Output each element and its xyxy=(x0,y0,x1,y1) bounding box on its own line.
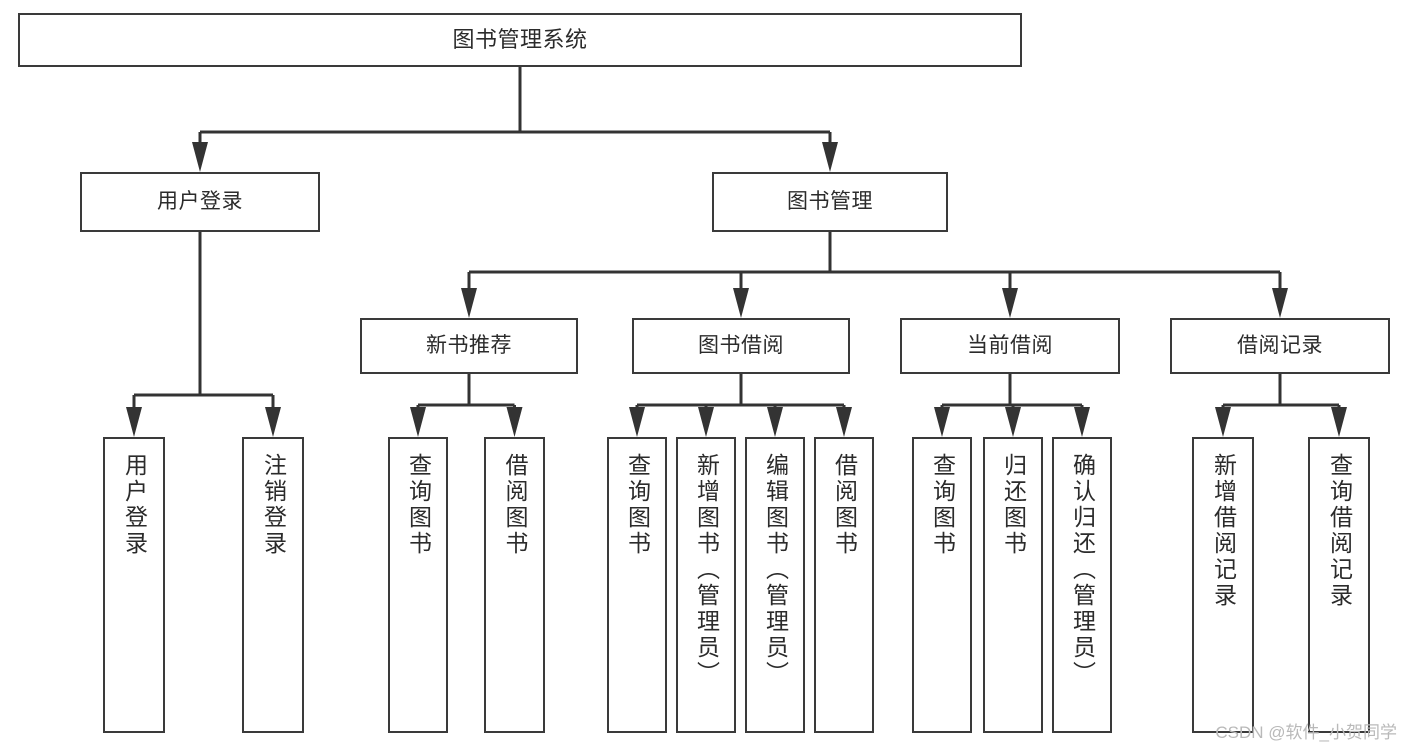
node-book_borrow[interactable]: 图书借阅 xyxy=(632,318,850,374)
node-leaf_borrow_2[interactable]: 借阅图书 xyxy=(814,437,874,733)
node-label: 编辑图书（管理员） xyxy=(762,453,789,687)
edge-arrowhead-icon xyxy=(836,407,852,437)
edge-arrowhead-icon xyxy=(698,407,714,437)
edge-arrowhead-icon xyxy=(1002,288,1018,318)
edge-arrowhead-icon xyxy=(822,142,838,172)
edge-arrowhead-icon xyxy=(192,142,208,172)
node-leaf_borrow_1[interactable]: 借阅图书 xyxy=(484,437,545,733)
node-book_manage[interactable]: 图书管理 xyxy=(712,172,948,232)
node-root[interactable]: 图书管理系统 xyxy=(18,13,1022,67)
node-label: 图书管理 xyxy=(787,190,873,214)
node-label: 用户登录 xyxy=(157,190,243,214)
node-leaf_add_book[interactable]: 新增图书（管理员） xyxy=(676,437,736,733)
node-label: 注销登录 xyxy=(260,453,287,557)
edge-arrowhead-icon xyxy=(1331,407,1347,437)
node-label: 当前借阅 xyxy=(967,334,1053,358)
edge-arrowhead-icon xyxy=(126,407,142,437)
edge-arrowhead-icon xyxy=(733,288,749,318)
node-user_login[interactable]: 用户登录 xyxy=(80,172,320,232)
node-new_book_rec[interactable]: 新书推荐 xyxy=(360,318,578,374)
edge-arrowhead-icon xyxy=(767,407,783,437)
node-borrow_record[interactable]: 借阅记录 xyxy=(1170,318,1390,374)
node-leaf_edit_book[interactable]: 编辑图书（管理员） xyxy=(745,437,805,733)
node-label: 新增图书（管理员） xyxy=(693,453,720,687)
node-label: 查询借阅记录 xyxy=(1326,453,1353,609)
node-label: 图书借阅 xyxy=(698,334,784,358)
watermark-label: CSDN @软件_小贺同学 xyxy=(1215,723,1397,742)
edge-arrowhead-icon xyxy=(506,407,523,437)
edge-arrowhead-icon xyxy=(1074,407,1090,437)
node-label: 借阅图书 xyxy=(831,453,858,557)
edge-arrowhead-icon xyxy=(265,407,281,437)
node-label: 查询图书 xyxy=(929,453,956,557)
node-label: 借阅记录 xyxy=(1237,334,1323,358)
edge-arrowhead-icon xyxy=(1005,407,1021,437)
node-leaf_q_book_2[interactable]: 查询图书 xyxy=(607,437,667,733)
node-label: 查询图书 xyxy=(405,453,432,557)
edge-arrowhead-icon xyxy=(461,288,477,318)
node-leaf_q_book_3[interactable]: 查询图书 xyxy=(912,437,972,733)
node-label: 新书推荐 xyxy=(426,334,512,358)
edge-arrowhead-icon xyxy=(934,407,950,437)
edge-arrowhead-icon xyxy=(629,407,645,437)
node-label: 借阅图书 xyxy=(502,453,528,557)
node-leaf_conf_ret[interactable]: 确认归还（管理员） xyxy=(1052,437,1112,733)
node-leaf_add_rec[interactable]: 新增借阅记录 xyxy=(1192,437,1254,733)
node-label: 用户登录 xyxy=(121,453,148,557)
node-label: 确认归还（管理员） xyxy=(1069,453,1096,687)
node-leaf_return[interactable]: 归还图书 xyxy=(983,437,1043,733)
edge-arrowhead-icon xyxy=(1272,288,1288,318)
node-leaf_user_login[interactable]: 用户登录 xyxy=(103,437,165,733)
node-label: 图书管理系统 xyxy=(452,26,588,52)
node-label: 新增借阅记录 xyxy=(1210,453,1237,609)
edge-arrowhead-icon xyxy=(410,407,426,437)
node-label: 归还图书 xyxy=(1000,453,1027,557)
node-leaf_logout[interactable]: 注销登录 xyxy=(242,437,304,733)
node-leaf_q_book_1[interactable]: 查询图书 xyxy=(388,437,448,733)
node-cur_borrow[interactable]: 当前借阅 xyxy=(900,318,1120,374)
edge-arrowhead-icon xyxy=(1215,407,1231,437)
node-label: 查询图书 xyxy=(624,453,651,557)
node-leaf_q_rec[interactable]: 查询借阅记录 xyxy=(1308,437,1370,733)
